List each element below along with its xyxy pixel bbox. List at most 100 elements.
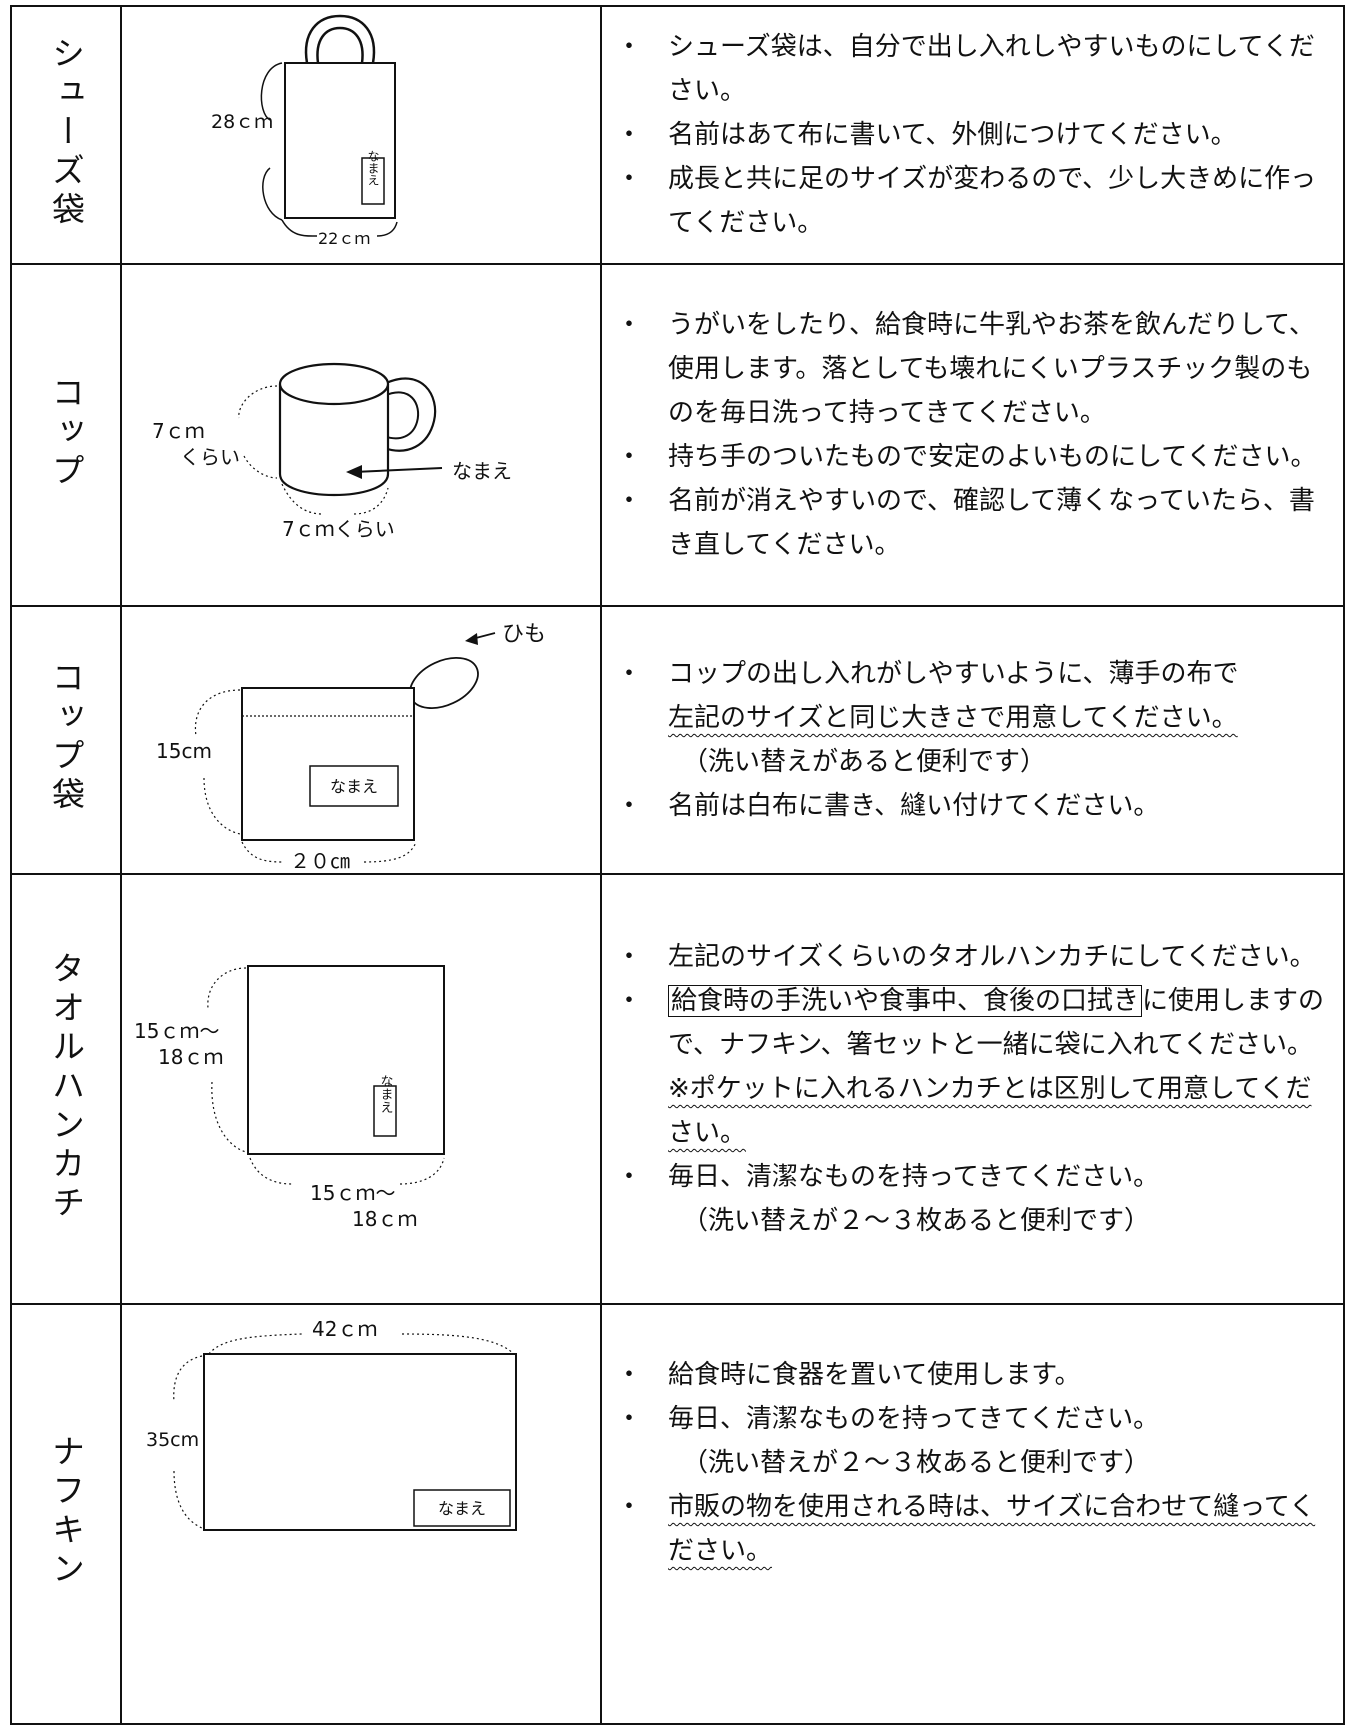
width-label: 22ｃｍ xyxy=(318,229,370,248)
bullet-list: 左記のサイズくらいのタオルハンカチにしてください。 給食時の手洗いや食事中、食後… xyxy=(616,935,1331,1243)
height-arc xyxy=(238,385,278,419)
item-name: コップ袋 xyxy=(46,660,86,816)
item-name-cell: タオルハンカチ xyxy=(10,873,122,1305)
width-arc-left xyxy=(205,1333,303,1359)
table-row: コップ袋 ひも なまえ 15cm ２０㎝ xyxy=(10,605,1345,875)
boxed-text: 給食時の手洗いや食事中、食後の口拭き xyxy=(668,985,1143,1017)
shoes-bag-figure: なまえ 28ｃｍ 22ｃｍ xyxy=(211,14,398,248)
height-label: 35cm xyxy=(146,1429,199,1451)
height-arc-top xyxy=(173,1355,203,1403)
bag-handle-inner xyxy=(316,26,364,64)
item-name-cell: コップ xyxy=(10,263,122,607)
height-arc-top xyxy=(260,62,283,121)
description-cell: コップの出し入れがしやすいように、薄手の布で 左記のサイズと同じ大きさで用意して… xyxy=(600,605,1345,875)
napkin-figure: 42ｃｍ なまえ 35cm xyxy=(146,1317,517,1531)
item-name: ナフキン xyxy=(46,1434,86,1590)
height-arc-bottom xyxy=(203,777,241,835)
list-item: コップの出し入れがしやすいように、薄手の布で 左記のサイズと同じ大きさで用意して… xyxy=(616,652,1331,784)
item-name-cell: ナフキン xyxy=(10,1303,122,1725)
figure-cell: なまえ 15ｃｍ～ 18ｃｍ 15ｃｍ～ 18ｃｍ xyxy=(120,873,602,1305)
name-tag-label: なまえ xyxy=(366,150,380,186)
string-label: ひも xyxy=(502,622,546,647)
item-text: 毎日、清潔なものを持ってきてください。 xyxy=(668,1404,1160,1434)
item-name: タオルハンカチ xyxy=(46,950,86,1224)
name-tag-label: なまえ xyxy=(330,777,378,796)
height-arc-top xyxy=(194,689,241,737)
width-label-1: 15ｃｍ～ xyxy=(310,1181,395,1205)
height-arc-bottom xyxy=(173,1470,203,1529)
width-arc-left xyxy=(281,483,323,515)
list-item: 名前が消えやすいので、確認して薄くなっていたら、書き直してください。 xyxy=(616,479,1331,567)
item-text: に使用しますので、ナフキン、箸セットと一緒に袋に入れてください。 xyxy=(668,986,1325,1060)
width-label: 7ｃｍくらい xyxy=(282,517,395,541)
name-tag-label: なまえ xyxy=(438,1499,486,1518)
bullet-list: コップの出し入れがしやすいように、薄手の布で 左記のサイズと同じ大きさで用意して… xyxy=(616,652,1331,828)
width-label: 42ｃｍ xyxy=(312,1317,377,1341)
name-tag-label: なまえ xyxy=(378,1075,393,1114)
item-name-cell: シューズ袋 xyxy=(10,5,122,265)
figure-cell: ひも なまえ 15cm ２０㎝ xyxy=(120,605,602,875)
list-item: 毎日、清潔なものを持ってきてください。 （洗い替えが２～３枚あると便利です） xyxy=(616,1397,1331,1485)
item-note: （洗い替えが２～３枚あると便利です） xyxy=(682,1206,1151,1236)
name-arrow-head xyxy=(346,465,362,479)
cup-handle-inner xyxy=(383,391,420,440)
height-label-1: 7ｃｍ xyxy=(152,419,205,443)
list-item: 給食時の手洗いや食事中、食後の口拭きに使用しますので、ナフキン、箸セットと一緒に… xyxy=(616,979,1331,1155)
height-label: 28ｃｍ xyxy=(211,111,273,133)
list-item: 給食時に食器を置いて使用します。 xyxy=(616,1353,1331,1397)
description-cell: 給食時に食器を置いて使用します。 毎日、清潔なものを持ってきてください。 （洗い… xyxy=(600,1303,1345,1725)
towel-body xyxy=(247,965,445,1155)
bullet-list: シューズ袋は、自分で出し入れしやすいものにしてください。 名前はあて布に書いて、… xyxy=(616,25,1331,245)
list-item: 毎日、清潔なものを持ってきてください。 （洗い替えが２～３枚あると便利です） xyxy=(616,1155,1331,1243)
height-label: 15cm xyxy=(156,739,212,763)
width-arc-right xyxy=(401,1333,515,1355)
figure-cell: なまえ 7ｃｍ くらい 7ｃｍくらい xyxy=(120,263,602,607)
figure-cell: なまえ 28ｃｍ 22ｃｍ xyxy=(120,5,602,265)
name-tag-box xyxy=(413,1489,511,1527)
name-tag-box xyxy=(373,1085,397,1137)
table-row: ナフキン 42ｃｍ なまえ 35cm 給食時に食器を置いて使用します。 毎日、清… xyxy=(10,1303,1345,1725)
list-item: 市販の物を使用される時は、サイズに合わせて縫ってください。 xyxy=(616,1485,1331,1573)
cup-rim xyxy=(278,362,390,406)
item-text: 毎日、清潔なものを持ってきてください。 xyxy=(668,1162,1160,1192)
table-row: シューズ袋 なまえ 28ｃｍ 22ｃｍ xyxy=(10,5,1345,265)
cup-figure: なまえ 7ｃｍ くらい 7ｃｍくらい xyxy=(152,362,512,541)
bullet-list: うがいをしたり、給食時に牛乳やお茶を飲んだりして、使用します。落としても壊れにく… xyxy=(616,303,1331,567)
width-label: ２０㎝ xyxy=(290,849,350,872)
width-arc-left xyxy=(241,841,283,863)
description-cell: うがいをしたり、給食時に牛乳やお茶を飲んだりして、使用します。落としても壊れにく… xyxy=(600,263,1345,607)
height-label-2: 18ｃｍ xyxy=(158,1045,223,1069)
item-note: （洗い替えが２～３枚あると便利です） xyxy=(682,1448,1151,1478)
list-item: 左記のサイズくらいのタオルハンカチにしてください。 xyxy=(616,935,1331,979)
width-arc-left xyxy=(281,219,318,237)
towel-figure: なまえ 15ｃｍ～ 18ｃｍ 15ｃｍ～ 18ｃｍ xyxy=(134,965,445,1231)
bag-body xyxy=(241,687,415,841)
width-arc-right xyxy=(363,841,417,863)
item-note: （洗い替えがあると便利です） xyxy=(682,747,1047,777)
height-label-2: くらい xyxy=(180,445,240,469)
description-cell: シューズ袋は、自分で出し入れしやすいものにしてください。 名前はあて布に書いて、… xyxy=(600,5,1345,265)
table-row: タオルハンカチ なまえ 15ｃｍ～ 18ｃｍ 15ｃｍ～ 18ｃｍ 左記のサイ xyxy=(10,873,1345,1305)
list-item: 名前はあて布に書いて、外側につけてください。 xyxy=(616,113,1331,157)
width-arc-left xyxy=(249,1157,293,1185)
item-text: 市販の物を使用される時は、サイズに合わせて縫ってください。 xyxy=(668,1492,1316,1566)
height-arc-bottom xyxy=(243,455,278,479)
name-arrow-line xyxy=(353,467,443,473)
width-arc-right xyxy=(376,221,398,237)
name-tag-box xyxy=(309,765,399,807)
width-arc-right xyxy=(399,1157,445,1185)
height-arc-bottom xyxy=(262,167,283,221)
item-name: コップ xyxy=(46,374,86,492)
height-arc-top xyxy=(207,967,247,1009)
cup-bag-figure: ひも なまえ 15cm ２０㎝ xyxy=(156,622,546,872)
name-label: なまえ xyxy=(452,459,512,483)
item-note: ※ポケットに入れるハンカチとは区別して用意してください。 xyxy=(668,1074,1312,1148)
width-label-2: 18ｃｍ xyxy=(352,1207,417,1231)
item-text-line-1: コップの出し入れがしやすいように、薄手の布で xyxy=(668,659,1239,689)
list-item: シューズ袋は、自分で出し入れしやすいものにしてください。 xyxy=(616,25,1331,113)
bag-handle-outer xyxy=(304,14,376,64)
list-item: うがいをしたり、給食時に牛乳やお茶を飲んだりして、使用します。落としても壊れにく… xyxy=(616,303,1331,435)
name-tag-box xyxy=(361,157,385,205)
list-item: 名前は白布に書き、縫い付けてください。 xyxy=(616,784,1331,828)
